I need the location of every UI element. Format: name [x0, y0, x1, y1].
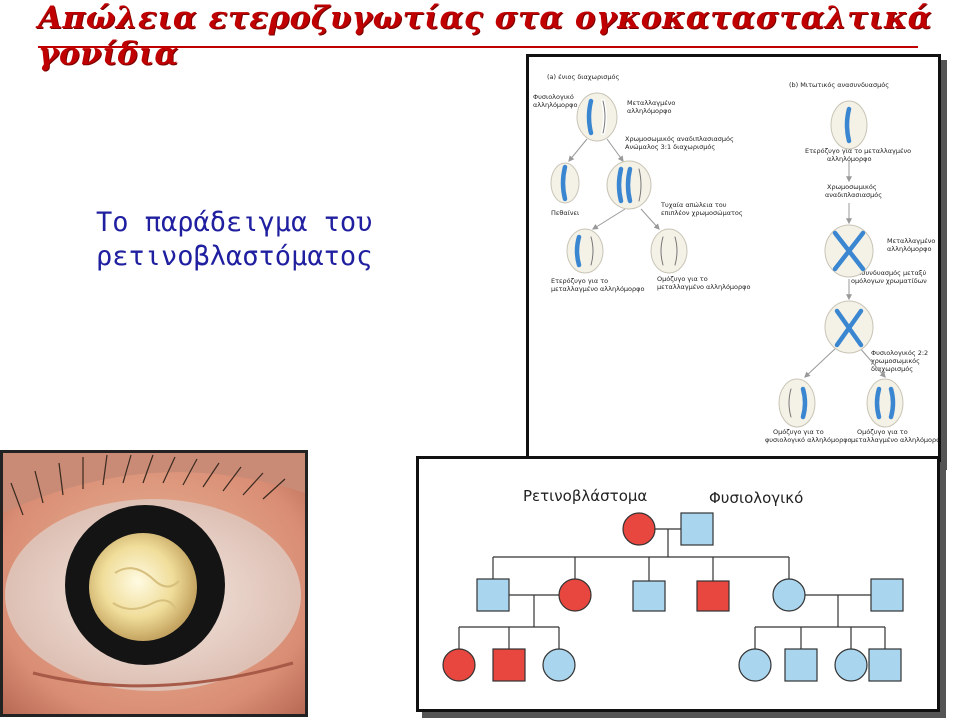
- chromosome-diagram: (a) ένιος διαχωρισμός (b) Μιτωτικός ανασ…: [533, 73, 938, 444]
- pedigree-male-affected: [696, 580, 730, 612]
- label-homo-mutant-b-2: μεταλλαγμένο αλληλόμορφο: [851, 436, 938, 444]
- subtitle-line-2: ρετινοβλαστόματος: [96, 241, 373, 272]
- pedigree-male-normal: [868, 648, 902, 682]
- label-chromosome-doubling-1: Χρωμοσωμικός: [827, 183, 877, 191]
- pedigree-male-normal: [680, 512, 714, 546]
- chromosome-blue: [616, 166, 624, 204]
- label-normal-segregation-3: διαχωρισμός: [871, 365, 913, 373]
- eyelid: [3, 453, 305, 513]
- arrow-trisomy-to-hetero: [591, 208, 626, 230]
- arrow-trisomy-to-homo: [640, 208, 660, 230]
- tumor-texture: [114, 567, 180, 588]
- pedigree-male-normal: [632, 580, 666, 612]
- chromosome-blue: [560, 164, 568, 202]
- label-recombination-2: ομόλογων χρωματίδων: [851, 277, 927, 285]
- label-nondisjunction-1: Χρωμοσωμικός αναδιπλασιασμός: [625, 135, 734, 143]
- leukocoria-eye-icon: [3, 453, 305, 714]
- pedigree-male-normal: [870, 578, 904, 612]
- pedigree-female-normal: [738, 648, 772, 682]
- pedigree-female-normal: [772, 578, 806, 612]
- chromosome-cross-blue: [832, 230, 866, 272]
- chromosome-blue: [586, 98, 594, 136]
- white-pupil-reflex: [89, 533, 197, 641]
- panel-a-title: (a) ένιος διαχωρισμός: [547, 73, 620, 81]
- label-dies: Πεθαίνει: [551, 209, 579, 217]
- label-mutant-allele-b-1: Μεταλλαγμένο: [887, 237, 935, 245]
- chromosome-blue: [625, 166, 633, 204]
- label-hetero-mutant-a-1: Ετερόζυγο για το: [551, 277, 608, 285]
- subtitle-line-1: Το παράδειγμα του: [96, 207, 373, 238]
- label-normal-segregation-2: χρωμοσωμικός: [871, 357, 920, 365]
- label-homo-mutant-b-1: Ομόζυγο για το: [857, 428, 908, 436]
- label-hetero-mutant-b-2: αλληλόμορφο: [827, 155, 871, 163]
- label-recombination-1: Ανασυνδυασμός μεταξύ: [849, 269, 926, 277]
- eye-photo-panel: [0, 450, 308, 717]
- slide-subtitle: Το παράδειγμα του ρετινοβλαστόματος: [96, 206, 436, 274]
- label-mutant-allele-b-2: αλληλόμορφο: [887, 245, 931, 253]
- label-normal-segregation-1: Φυσιολογικός 2:2: [871, 349, 928, 357]
- panel-b-title: (b) Μιτωτικός ανασυνδυασμός: [789, 81, 889, 89]
- pedigree-female-normal: [542, 648, 576, 682]
- pedigree-female-affected: [558, 578, 592, 612]
- legend-normal-label: Φυσιολογικό: [709, 489, 803, 507]
- cell-b-homo-normal: [778, 378, 816, 428]
- pedigree-female-affected: [442, 648, 476, 682]
- legend-affected-label: Ρετινοβλάστομα: [523, 487, 647, 505]
- pedigree-male-normal: [476, 578, 510, 612]
- pedigree-chart: Ρετινοβλάστομα Φυσιολογικό: [442, 487, 904, 682]
- slide-title: Απώλεια ετεροζυγωτίας στα ογκοκατασταλτι…: [38, 0, 933, 72]
- label-hetero-mutant-a-2: μεταλλαγμένο αλληλόμορφο: [551, 285, 644, 293]
- title-underline: [38, 46, 918, 48]
- chromosome-outline: [674, 236, 678, 266]
- tumor-texture: [112, 599, 178, 612]
- lower-eyelid: [32, 661, 294, 688]
- pedigree-panel: Ρετινοβλάστομα Φυσιολογικό: [416, 456, 940, 712]
- chromosome-blue: [844, 106, 852, 144]
- label-homo-mutant-a-2: μεταλλαγμένο αλληλόμορφο: [657, 283, 750, 291]
- chromosome-outline: [590, 236, 594, 266]
- cell-b-homo-mutant: [866, 378, 904, 428]
- chromosome-outline: [660, 236, 664, 266]
- label-random-loss-2: επιπλέον χρωμοσώματος: [661, 209, 743, 217]
- label-mutant-allele-1: Μεταλλαγμένο: [627, 99, 675, 107]
- arrow-b-to-normal: [804, 346, 838, 378]
- label-hetero-mutant-b-1: Ετερόζυγο για το μεταλλαγμένο: [805, 147, 911, 155]
- label-homo-normal-b-2: φυσιολογικό αλληλόμορφο: [765, 436, 852, 444]
- eyelashes: [10, 454, 286, 516]
- label-random-loss-1: Τυχαία απώλεια του: [660, 201, 727, 209]
- chromosome-blue: [874, 386, 882, 420]
- label-mutant-allele-2: αλληλόμορφο: [627, 107, 671, 115]
- cell-hetero-a: [566, 228, 604, 274]
- cell-heterozygous: [576, 92, 618, 142]
- arrow-b-to-mutant: [858, 346, 886, 378]
- chromosome-outline: [602, 100, 606, 134]
- label-normal-allele-1: Φυσιολογικό: [533, 93, 574, 101]
- chromosome-outline: [638, 168, 642, 202]
- label-homo-normal-b-1: Ομόζυγο για το: [773, 428, 824, 436]
- label-chromosome-doubling-2: αναδιπλασιασμός: [825, 191, 882, 199]
- pedigree-male-normal: [784, 648, 818, 682]
- pedigree-lines: [458, 528, 886, 649]
- chromosome-blue: [574, 234, 582, 268]
- label-homo-mutant-a-1: Ομόζυγο για το: [657, 275, 708, 283]
- chromosome-recombined: [834, 308, 864, 348]
- chromosome-outline: [788, 388, 792, 418]
- arrow-a-to-dies: [568, 138, 588, 162]
- chromosome-blue: [800, 386, 808, 420]
- pedigree-female-affected: [622, 512, 656, 546]
- pedigree-female-normal: [834, 648, 868, 682]
- chromosome-blue: [888, 386, 896, 420]
- pedigree-male-affected: [492, 648, 526, 682]
- label-normal-allele-2: αλληλόμορφο: [533, 101, 577, 109]
- chromosome-figure-panel: (a) ένιος διαχωρισμός (b) Μιτωτικός ανασ…: [526, 54, 941, 464]
- cell-homo-mutant-a: [650, 228, 688, 274]
- arrow-a-to-trisomy: [606, 138, 624, 162]
- label-nondisjunction-2: Ανώμαλος 3:1 διαχωρισμός: [625, 143, 715, 151]
